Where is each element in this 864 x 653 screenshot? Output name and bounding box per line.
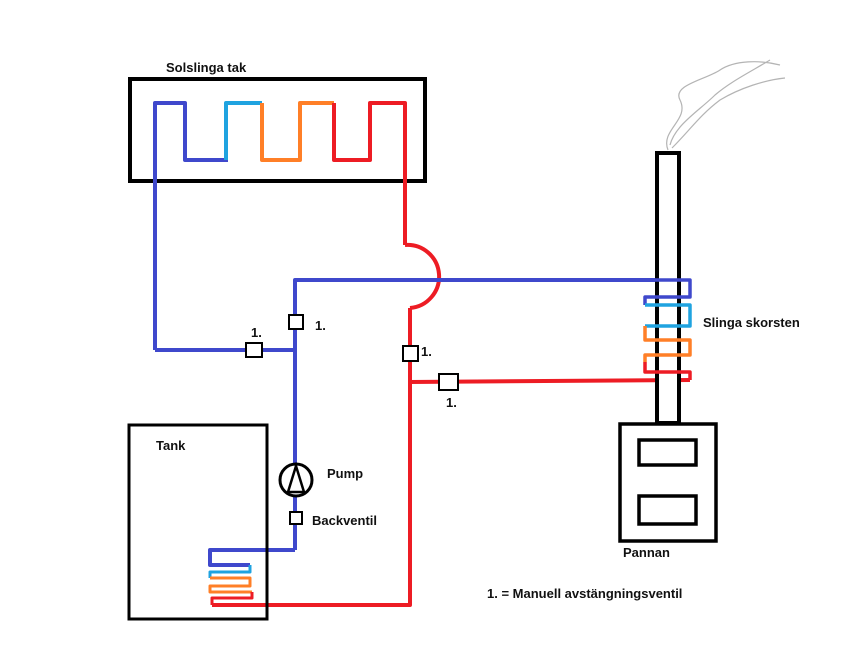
chimney-coil-label: Slinga skorsten (703, 315, 800, 330)
cold-pipe-tank (208, 548, 295, 567)
boiler-door-bottom (637, 494, 698, 526)
roof-coil-orange (260, 101, 334, 162)
valve-marker-1: 1. (251, 325, 262, 340)
shutoff-valve-3 (402, 345, 419, 362)
tank-box (127, 423, 269, 621)
tank-coil-lightblue (208, 565, 252, 578)
valve-marker-4: 1. (446, 395, 457, 410)
chimney-coil-lightblue (645, 303, 692, 328)
check-valve-symbol (289, 511, 303, 525)
roof-coil-box (128, 77, 427, 183)
cold-pipe-main (293, 278, 655, 550)
pump-triangle-icon (286, 461, 306, 494)
chimney-coil-blue (643, 278, 692, 305)
hot-pipe-jump (404, 242, 442, 310)
roof-coil-lightblue (224, 101, 262, 160)
roof-coil-blue (153, 101, 228, 350)
pump-label: Pump (327, 466, 363, 481)
roof-coil-label: Solslinga tak (166, 60, 247, 75)
chimney-coil-orange (643, 326, 692, 362)
shutoff-valve-1 (245, 342, 263, 358)
boiler-label: Pannan (623, 545, 670, 560)
legend-text: 1. = Manuell avstängningsventil (487, 586, 682, 601)
valve-marker-3: 1. (421, 344, 432, 359)
chimney-coil-red (643, 362, 692, 380)
shutoff-valve-2 (288, 314, 304, 330)
tank-label: Tank (156, 438, 186, 453)
smoke (666, 59, 786, 151)
shutoff-valve-4 (438, 373, 459, 391)
hot-pipe-main (212, 308, 412, 607)
valve-marker-2: 1. (315, 318, 326, 333)
roof-coil-red (332, 101, 407, 245)
tank-coil-orange (208, 576, 252, 594)
boiler-door-top (637, 438, 698, 467)
tank-coil-red (210, 592, 254, 605)
check-valve-label: Backventil (312, 513, 377, 528)
chimney (655, 151, 681, 425)
boiler-box (618, 422, 718, 543)
